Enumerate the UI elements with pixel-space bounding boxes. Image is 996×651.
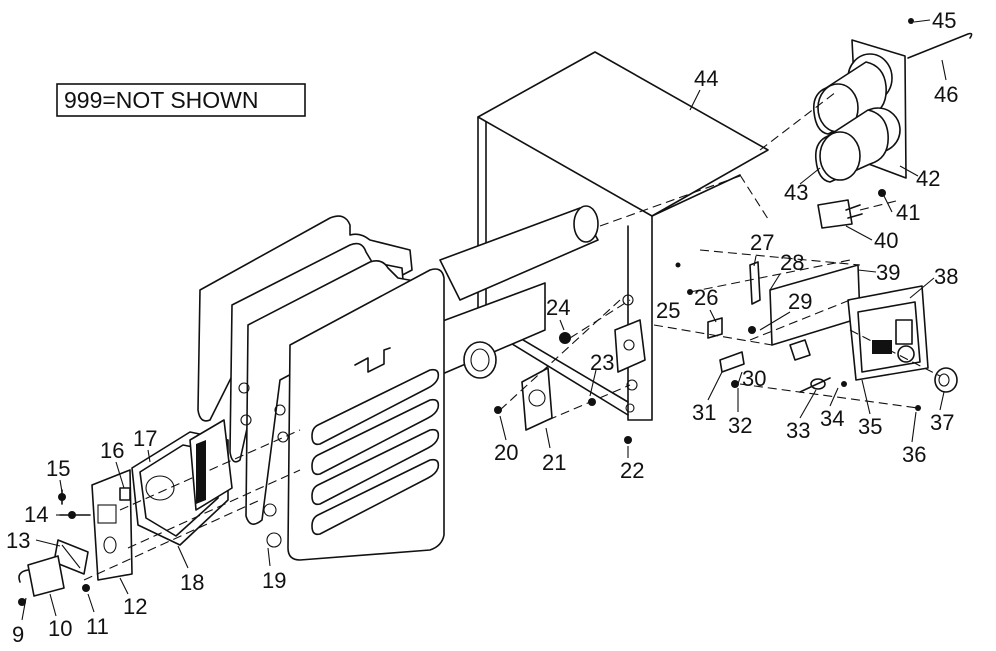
label-11: 11 xyxy=(86,614,109,639)
label-44: 44 xyxy=(694,66,718,91)
label-25: 25 xyxy=(656,298,680,323)
label-32: 32 xyxy=(728,413,752,438)
motor-housing-42 xyxy=(812,39,907,183)
part-labels: 9 10 11 12 13 14 15 16 17 18 19 20 21 22… xyxy=(6,8,958,647)
label-29: 29 xyxy=(788,289,812,314)
switch-40 xyxy=(817,199,863,229)
label-13: 13 xyxy=(6,528,30,553)
label-26: 26 xyxy=(694,285,718,310)
label-46: 46 xyxy=(934,82,958,107)
outer-box xyxy=(477,51,771,421)
label-41: 41 xyxy=(896,200,920,225)
label-17: 17 xyxy=(133,426,157,451)
label-40: 40 xyxy=(874,228,898,253)
label-45: 45 xyxy=(932,8,956,33)
label-33: 33 xyxy=(786,418,810,443)
label-42: 42 xyxy=(916,166,940,191)
label-21: 21 xyxy=(542,450,566,475)
label-16: 16 xyxy=(100,438,124,463)
label-43: 43 xyxy=(784,180,808,205)
control-board-38 xyxy=(847,285,929,381)
label-10: 10 xyxy=(48,616,72,641)
legend-box xyxy=(56,83,306,117)
label-28: 28 xyxy=(780,250,804,275)
label-18: 18 xyxy=(180,570,204,595)
panel-39 xyxy=(653,249,861,346)
assembly-lines xyxy=(83,91,941,581)
label-37: 37 xyxy=(930,410,954,435)
label-24: 24 xyxy=(546,295,570,320)
label-22: 22 xyxy=(620,458,644,483)
label-39: 39 xyxy=(876,260,900,285)
label-35: 35 xyxy=(858,414,882,439)
burner-tube xyxy=(439,205,599,376)
bracket-13 xyxy=(18,539,89,597)
burner-plate-21 xyxy=(521,367,553,431)
label-31: 31 xyxy=(692,400,716,425)
label-14: 14 xyxy=(24,502,48,527)
bracket-31 xyxy=(719,351,745,373)
label-20: 20 xyxy=(494,440,518,465)
knob-37 xyxy=(934,367,958,393)
label-23: 23 xyxy=(590,350,614,375)
label-27: 27 xyxy=(750,230,774,255)
cover-plate-12 xyxy=(91,469,133,581)
flange-17 xyxy=(189,419,233,511)
legend: 999=NOT SHOWN xyxy=(56,83,306,117)
label-19: 19 xyxy=(262,568,286,593)
bracket-23 xyxy=(614,319,646,373)
parts-33-34 xyxy=(789,339,831,393)
label-34: 34 xyxy=(820,406,844,431)
label-15: 15 xyxy=(46,456,70,481)
label-36: 36 xyxy=(902,442,926,467)
label-9: 9 xyxy=(12,622,24,647)
label-38: 38 xyxy=(934,264,958,289)
legend-text: 999=NOT SHOWN xyxy=(64,87,259,113)
heat-exchanger-front xyxy=(287,268,497,561)
label-30: 30 xyxy=(742,366,766,391)
label-12: 12 xyxy=(123,594,147,619)
leader-lines xyxy=(21,19,947,621)
parts-26-27 xyxy=(707,261,761,339)
